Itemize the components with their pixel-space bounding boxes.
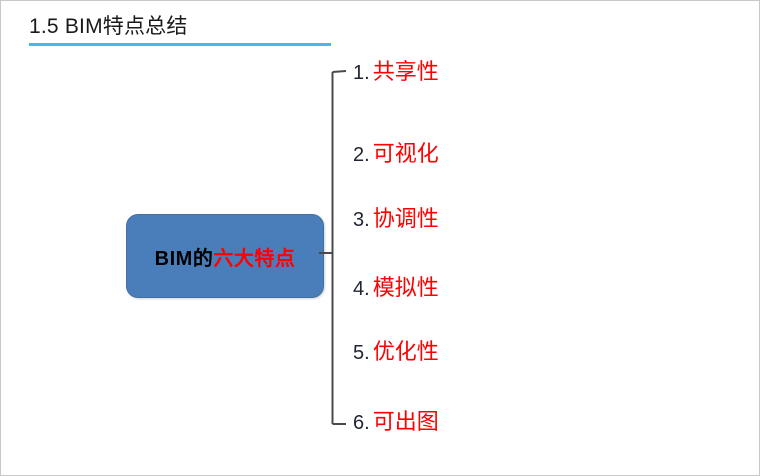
list-item[interactable]: 6.可出图 (353, 409, 439, 436)
list-item-label: 模拟性 (372, 275, 439, 300)
bracket-connector (319, 70, 347, 425)
list-item[interactable]: 1.共享性 (353, 59, 439, 86)
center-node-label: BIM的六大特点 (155, 242, 296, 271)
list-item-label: 优化性 (372, 339, 439, 364)
list-item-number: 2. (353, 144, 370, 166)
center-node-bim-six-features[interactable]: BIM的六大特点 (126, 214, 324, 298)
title-underline-divider (29, 43, 331, 46)
center-node-label-highlight: 六大特点 (213, 247, 296, 270)
list-item[interactable]: 2.可视化 (353, 141, 439, 168)
list-item-label: 协调性 (372, 206, 439, 231)
bracket-top-stub (332, 70, 347, 73)
slide-title-block: 1.5 BIM特点总结 (29, 13, 339, 49)
list-item-label: 共享性 (372, 59, 439, 84)
page-title: 1.5 BIM特点总结 (29, 15, 188, 38)
center-node-label-prefix: BIM的 (154, 247, 214, 270)
list-item-number: 4. (353, 278, 370, 300)
list-item[interactable]: 4.模拟性 (353, 275, 439, 302)
list-item[interactable]: 3.协调性 (353, 206, 439, 233)
list-item-label: 可视化 (372, 141, 439, 166)
list-item-number: 3. (353, 209, 370, 231)
list-item-number: 5. (353, 342, 370, 364)
list-item-number: 1. (353, 62, 370, 84)
list-item-number: 6. (353, 412, 370, 434)
list-item-label: 可出图 (372, 409, 439, 434)
list-item[interactable]: 5.优化性 (353, 339, 439, 366)
